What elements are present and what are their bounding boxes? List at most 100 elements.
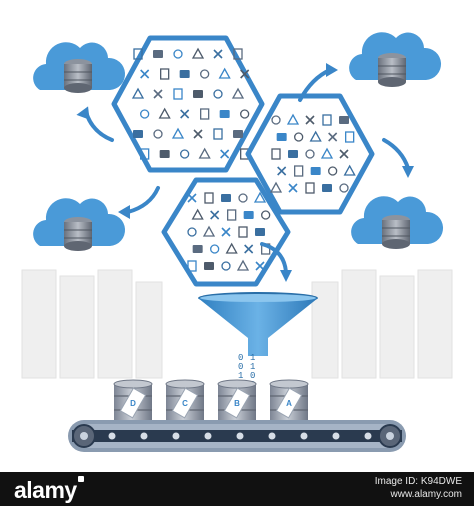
data-icon [191,47,205,59]
data-icon [233,130,243,138]
footer-info: Image ID: K94DWE www.alamy.com [375,475,462,501]
data-icon [227,209,237,221]
binary-digit: 0 [250,371,255,381]
data-icon [131,87,145,99]
data-icon [187,193,197,203]
data-icon [310,167,321,175]
data-icon [187,260,197,272]
logo-mark-icon [78,476,84,482]
data-icon [231,87,245,99]
data-icon [193,90,203,98]
barrel-label: C [182,399,188,408]
hexagon-icons-left [131,47,250,160]
data-icon [309,130,322,142]
barrel: C [165,379,205,422]
data-icon [240,109,250,119]
data-icon [179,70,190,78]
data-icon [187,227,197,237]
data-icon [200,108,210,120]
cloud-database-top-right [349,32,442,87]
data-icon [328,132,338,142]
data-icon [288,183,298,193]
arrow-to-top-left-cloud [84,110,114,142]
cloud-database-mid-left [33,198,126,251]
data-icon [204,262,214,270]
roller [203,431,213,441]
data-icon [305,115,315,125]
data-icon [339,183,349,193]
data-icon [202,225,216,237]
data-icon [244,244,254,254]
data-icon [238,193,248,203]
data-icon [133,48,143,60]
roller [107,431,117,441]
hexagon-icons-right [269,113,356,194]
data-hexagon-right [245,93,375,215]
data-hexagon-center [161,177,291,287]
data-icon [221,194,231,202]
data-icon [339,116,349,124]
roller [331,431,341,441]
data-icon [221,261,231,271]
data-icon [225,242,238,254]
data-icon [210,244,220,254]
binary-digit: 1 [250,362,255,372]
data-icon [269,181,283,193]
data-icon [171,127,185,139]
roller [299,431,309,441]
barrel: D [113,379,153,422]
data-icon [305,149,315,159]
arrow-to-funnel [260,242,288,274]
data-icon [305,182,315,194]
arrow-to-mid-right-cloud [382,138,410,170]
binary-digit: 1 [238,371,243,381]
data-icon [213,49,223,59]
brand-logo[interactable]: alamy [14,477,77,503]
website-link[interactable]: www.alamy.com [390,489,463,500]
data-icon [261,210,271,220]
roller [363,431,373,441]
data-icon [286,113,300,125]
barrel-label: D [130,399,136,408]
data-icon [322,184,332,192]
data-icon [236,259,250,271]
data-icon [339,149,349,159]
data-icon [343,164,356,176]
data-icon [193,129,203,139]
data-icon [204,192,214,204]
data-icon [220,149,230,159]
roller [235,431,245,441]
data-icon [153,89,163,99]
data-icon [328,166,338,176]
binary-digit: 1 [250,353,255,363]
conveyor-belt [68,420,406,452]
data-icon [255,261,265,271]
cloud-database-top-left [33,42,126,93]
roller [171,431,181,441]
arrow-to-mid-left-cloud [126,186,160,214]
data-icon [253,191,267,203]
roller [267,431,277,441]
data-icon [294,132,304,142]
roller [139,431,149,441]
data-icon [213,89,223,99]
data-icon [221,227,231,237]
data-icon [233,48,243,60]
barrel-label: A [286,399,292,408]
cloud-database-mid-right [351,196,444,249]
data-icon [213,128,223,140]
funnel-icon [198,292,318,356]
data-icon [218,67,231,79]
data-icon [320,147,334,159]
data-icon [271,115,281,125]
data-icon [243,211,254,219]
data-icon [345,131,355,143]
data-icon [238,226,248,238]
data-icon [192,245,203,253]
data-icon [198,147,211,159]
binary-digit: 0 [238,362,243,372]
data-icon [210,210,220,220]
data-icon [140,148,150,160]
